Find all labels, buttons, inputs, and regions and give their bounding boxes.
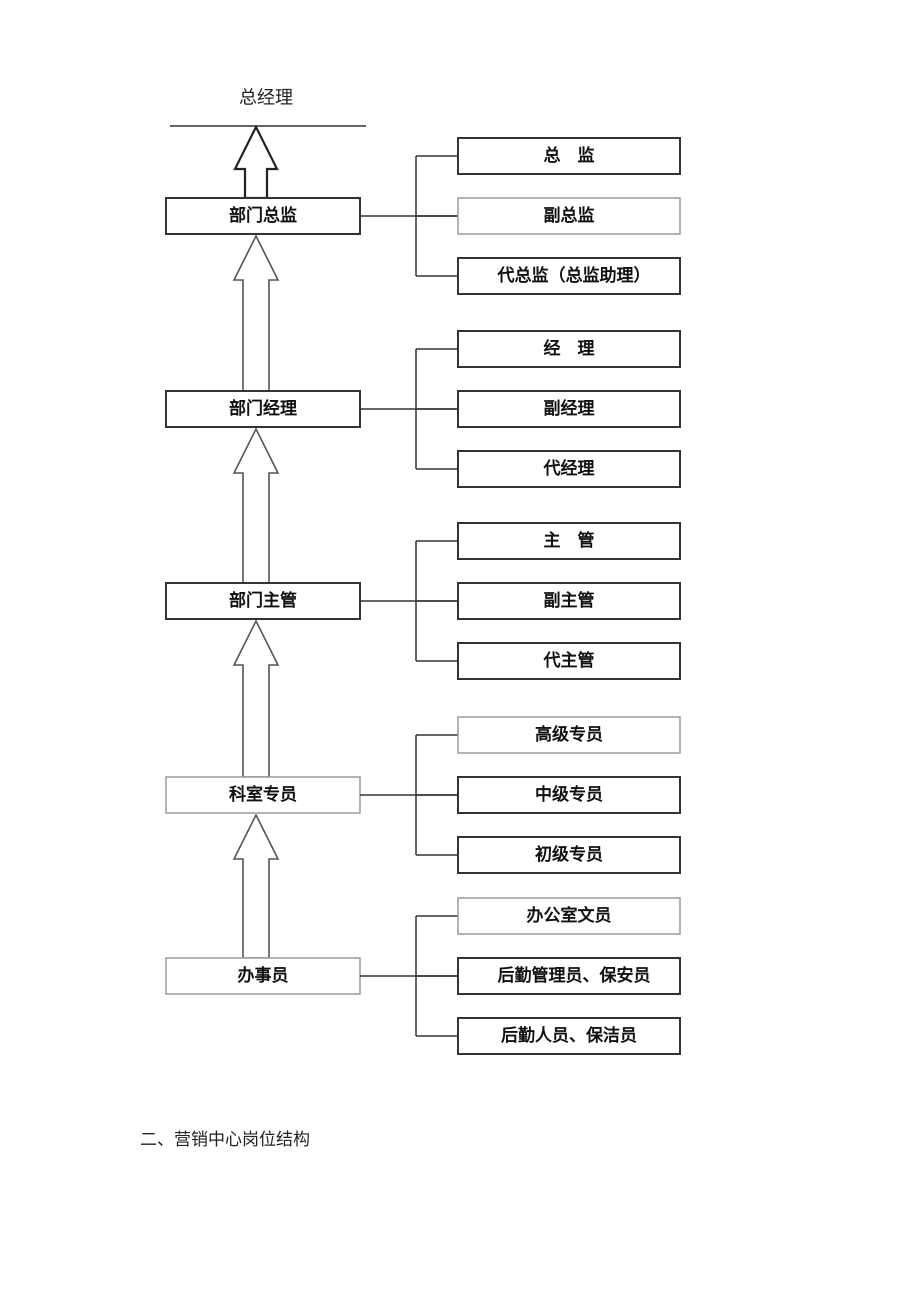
role-box	[457, 957, 681, 995]
role-label: 办公室文员	[527, 905, 612, 926]
role-label: 经 理	[544, 338, 595, 359]
level-box	[165, 582, 361, 620]
role-label: 代主管	[543, 650, 595, 671]
promotion-arrows	[232, 124, 280, 959]
role-box	[457, 330, 681, 368]
level-label: 部门经理	[229, 398, 297, 419]
role-label: 高级专员	[535, 724, 603, 745]
role-box	[457, 522, 681, 560]
promotion-arrow-1	[232, 234, 280, 392]
promotion-arrow-3	[232, 619, 280, 778]
role-box	[457, 776, 681, 814]
promotion-arrow-4	[232, 813, 280, 959]
level-label: 部门总监	[229, 205, 297, 226]
role-label: 初级专员	[535, 844, 603, 865]
promotion-arrow-2	[232, 427, 280, 584]
role-label: 副总监	[544, 205, 595, 226]
role-box	[457, 1017, 681, 1055]
level-label: 部门主管	[229, 590, 297, 611]
role-box	[457, 197, 681, 235]
role-label: 代总监（总监助理）	[497, 265, 651, 286]
role-box	[457, 137, 681, 175]
role-label: 后勤管理员、保安员	[498, 965, 651, 986]
level-label: 办事员	[238, 965, 289, 986]
role-label: 总 监	[544, 145, 595, 166]
role-box	[457, 836, 681, 874]
arrow-to-general-manager	[233, 124, 279, 200]
role-label: 中级专员	[535, 784, 603, 805]
section-heading: 二、营销中心岗位结构	[140, 1130, 310, 1150]
role-label: 副主管	[544, 590, 595, 611]
role-label: 主 管	[544, 530, 595, 551]
role-box	[457, 450, 681, 488]
role-label: 副经理	[544, 398, 595, 419]
top-label-general-manager: 总经理	[239, 88, 293, 109]
role-label: 代经理	[543, 458, 595, 479]
level-label: 科室专员	[229, 784, 297, 805]
role-box	[457, 897, 681, 935]
role-box	[457, 390, 681, 428]
role-box	[457, 642, 681, 680]
level-box	[165, 957, 361, 995]
level-box	[165, 776, 361, 814]
role-label: 后勤人员、保洁员	[501, 1025, 637, 1046]
role-box	[457, 582, 681, 620]
role-box	[457, 257, 681, 295]
role-box	[457, 716, 681, 754]
